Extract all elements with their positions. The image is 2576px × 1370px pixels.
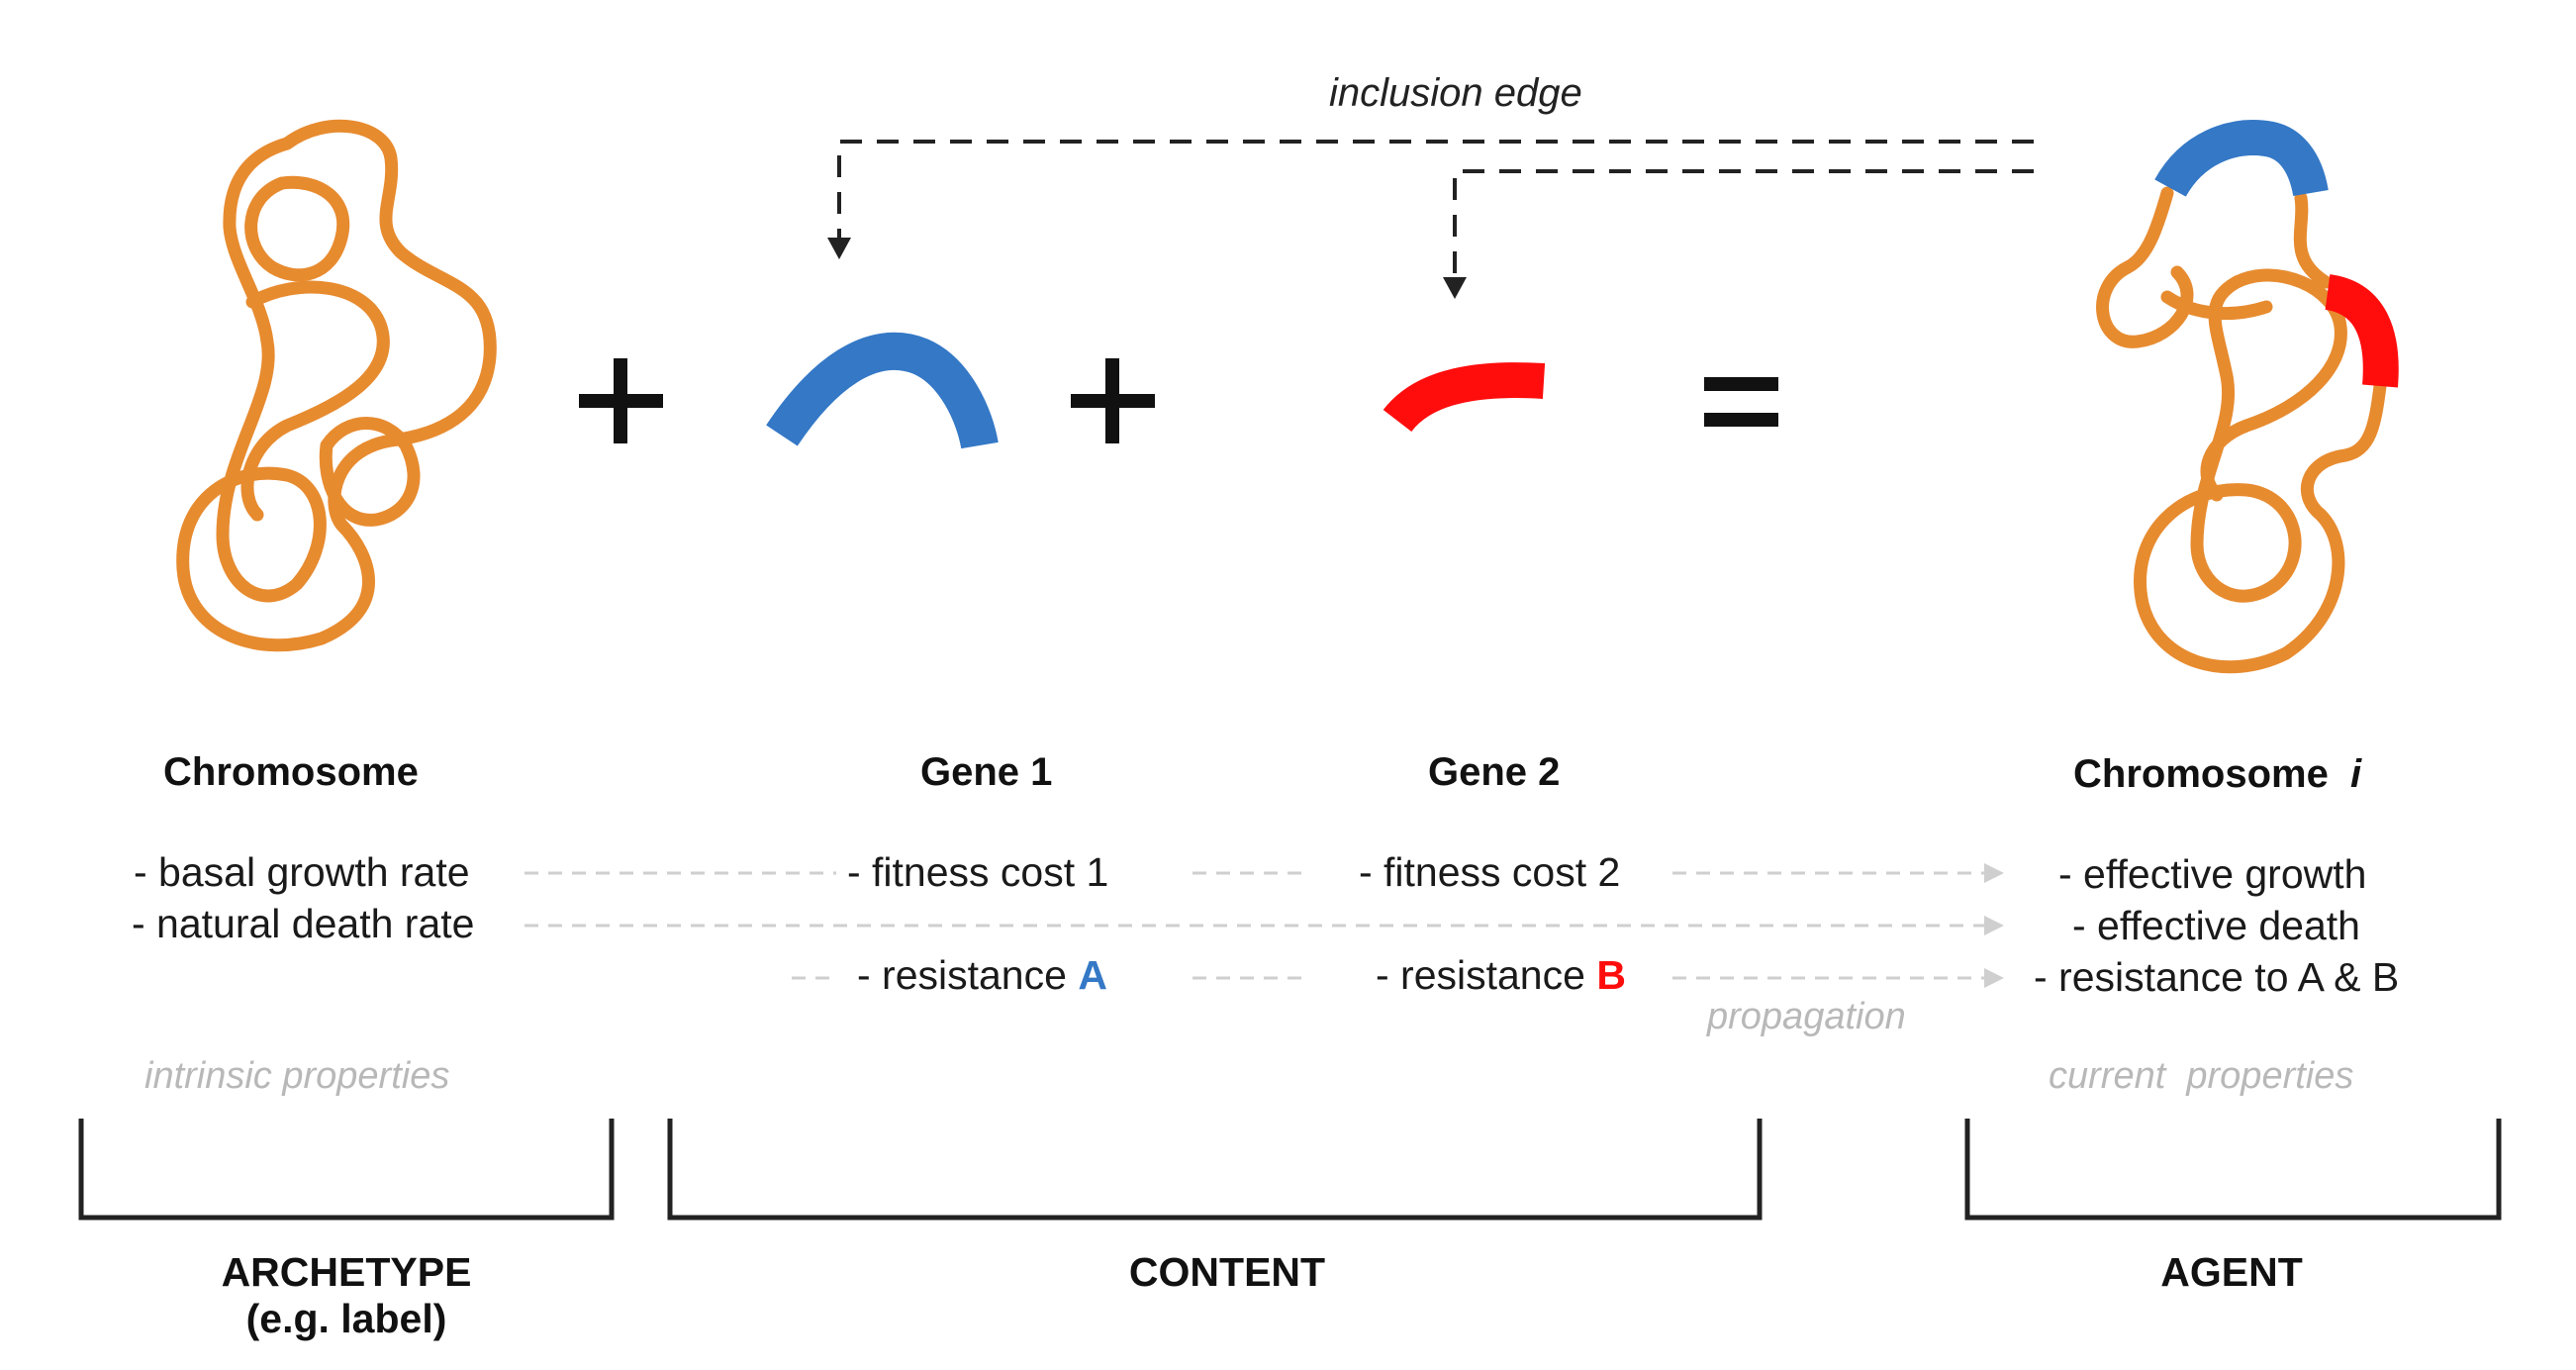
gene-1-title: Gene 1	[920, 750, 1053, 794]
inclusion-edge	[837, 140, 2034, 275]
propagation-arrow-heads	[1984, 863, 2004, 988]
agent-prop: - effective growth	[2058, 851, 2367, 897]
gene-1-resistance: - resistance A	[857, 952, 1107, 998]
equals-icon	[1704, 377, 1778, 427]
agent-title: Chromosome i	[2073, 752, 2362, 796]
category-archetype: ARCHETYPE (e.g. label)	[148, 1249, 544, 1342]
gene-1-segment-icon	[766, 332, 999, 449]
archetype-chromosome-icon	[176, 119, 497, 652]
gene-2-resistance: - resistance B	[1376, 952, 1626, 998]
resistance-letter-b: B	[1596, 952, 1626, 998]
agent-gene-2-segment-icon	[2324, 274, 2399, 388]
inclusion-edge-label: inclusion edge	[1329, 71, 1582, 115]
archetype-prop: - basal growth rate	[134, 849, 470, 895]
agent-prop: - effective death	[2072, 903, 2360, 948]
agent-chromosome-icon	[2096, 186, 2387, 674]
propagation-lines	[525, 871, 1984, 980]
agent-gene-1-segment-icon	[2154, 120, 2329, 198]
gene-2-title: Gene 2	[1428, 750, 1561, 794]
category-agent: AGENT	[2160, 1249, 2303, 1295]
gene-2-segment-icon	[1383, 362, 1546, 433]
category-brackets	[78, 1119, 2502, 1221]
category-archetype-line1: ARCHETYPE	[221, 1249, 472, 1295]
agent-title-index: i	[2350, 752, 2362, 796]
arrow-head-icon	[827, 238, 851, 259]
category-content: CONTENT	[1128, 1249, 1326, 1295]
gene-2-prop: - fitness cost 2	[1359, 849, 1621, 895]
plus-icon	[1071, 358, 1155, 443]
propagation-label: propagation	[1707, 996, 1906, 1037]
gene-1-prop: - fitness cost 1	[847, 849, 1109, 895]
agent-hint: current properties	[2049, 1055, 2354, 1097]
agent-prop: - resistance to A & B	[2034, 954, 2400, 1000]
resistance-letter-a: A	[1078, 952, 1107, 998]
category-archetype-line2: (e.g. label)	[245, 1296, 447, 1341]
plus-icon	[579, 358, 663, 443]
archetype-title: Chromosome	[163, 750, 419, 794]
archetype-hint: intrinsic properties	[144, 1055, 450, 1097]
archetype-prop: - natural death rate	[132, 901, 475, 946]
arrow-head-icon	[1443, 277, 1467, 299]
